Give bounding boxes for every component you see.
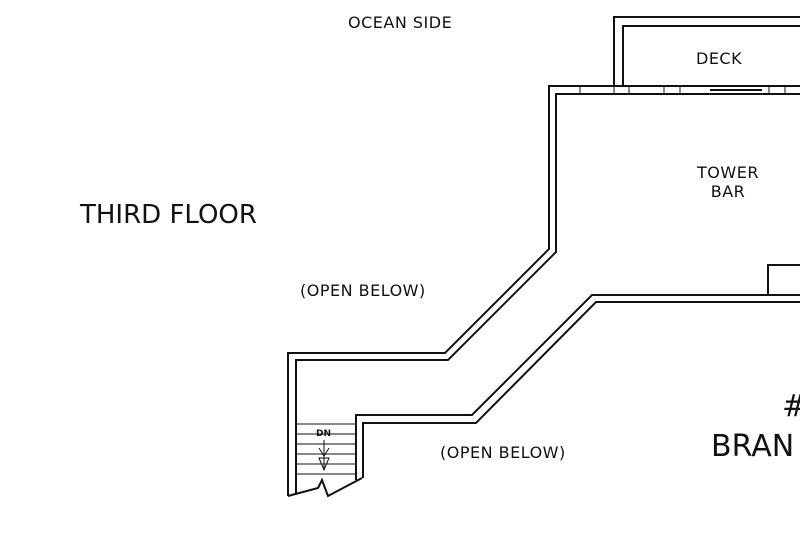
third-floor-title: THIRD FLOOR [79,200,257,230]
stair-treads [296,423,356,475]
bran-fragment-label: BRAN [711,429,794,464]
lower-walls [355,294,800,480]
hash-mark-label: # [782,389,800,424]
tower-bar-label-line2: BAR [711,182,746,201]
side-room-wall [767,264,800,295]
window-strip [579,85,786,95]
deck-walls [613,16,800,86]
stair-down-arrow-icon [318,440,330,472]
open-below-label-lower: (OPEN BELOW) [440,443,566,462]
stair-dn-label: DN [316,429,331,439]
ocean-side-label: OCEAN SIDE [348,13,452,32]
tower-bar-label-line1: TOWER [696,163,759,182]
deck-label: DECK [696,49,742,68]
open-below-label-upper: (OPEN BELOW) [300,281,426,300]
stair-break-line [287,477,363,498]
